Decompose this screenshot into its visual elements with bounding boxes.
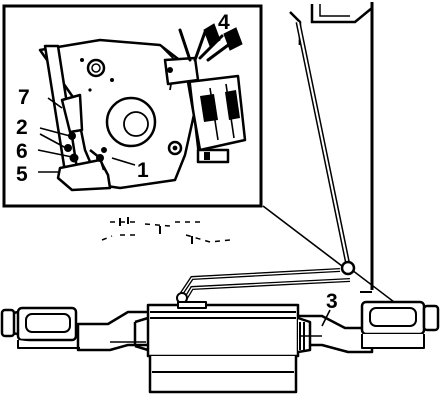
callout-6: 6 — [16, 140, 28, 163]
callout-2: 2 — [16, 116, 28, 139]
callout-7: 7 — [18, 86, 30, 109]
cable-run — [178, 21, 399, 306]
bracket-base — [56, 149, 112, 192]
callout-1: 1 — [137, 159, 149, 182]
dashed-marks — [101, 221, 231, 243]
solenoid-shading — [167, 67, 240, 160]
exhaust-pipe-left — [76, 310, 152, 352]
housing-bolts — [80, 58, 114, 92]
connector-plugs — [203, 23, 243, 51]
dashed-ticks — [119, 217, 193, 244]
callout-4: 4 — [218, 11, 230, 34]
leader-lines — [37, 32, 331, 327]
muffler-shading — [110, 311, 322, 350]
callout-3: 3 — [326, 290, 338, 313]
muffler-base — [148, 356, 298, 394]
gearbox-housing — [38, 38, 197, 190]
exhaust-assembly — [0, 300, 440, 394]
cable-junction — [340, 260, 356, 276]
callout-5: 5 — [16, 163, 28, 186]
